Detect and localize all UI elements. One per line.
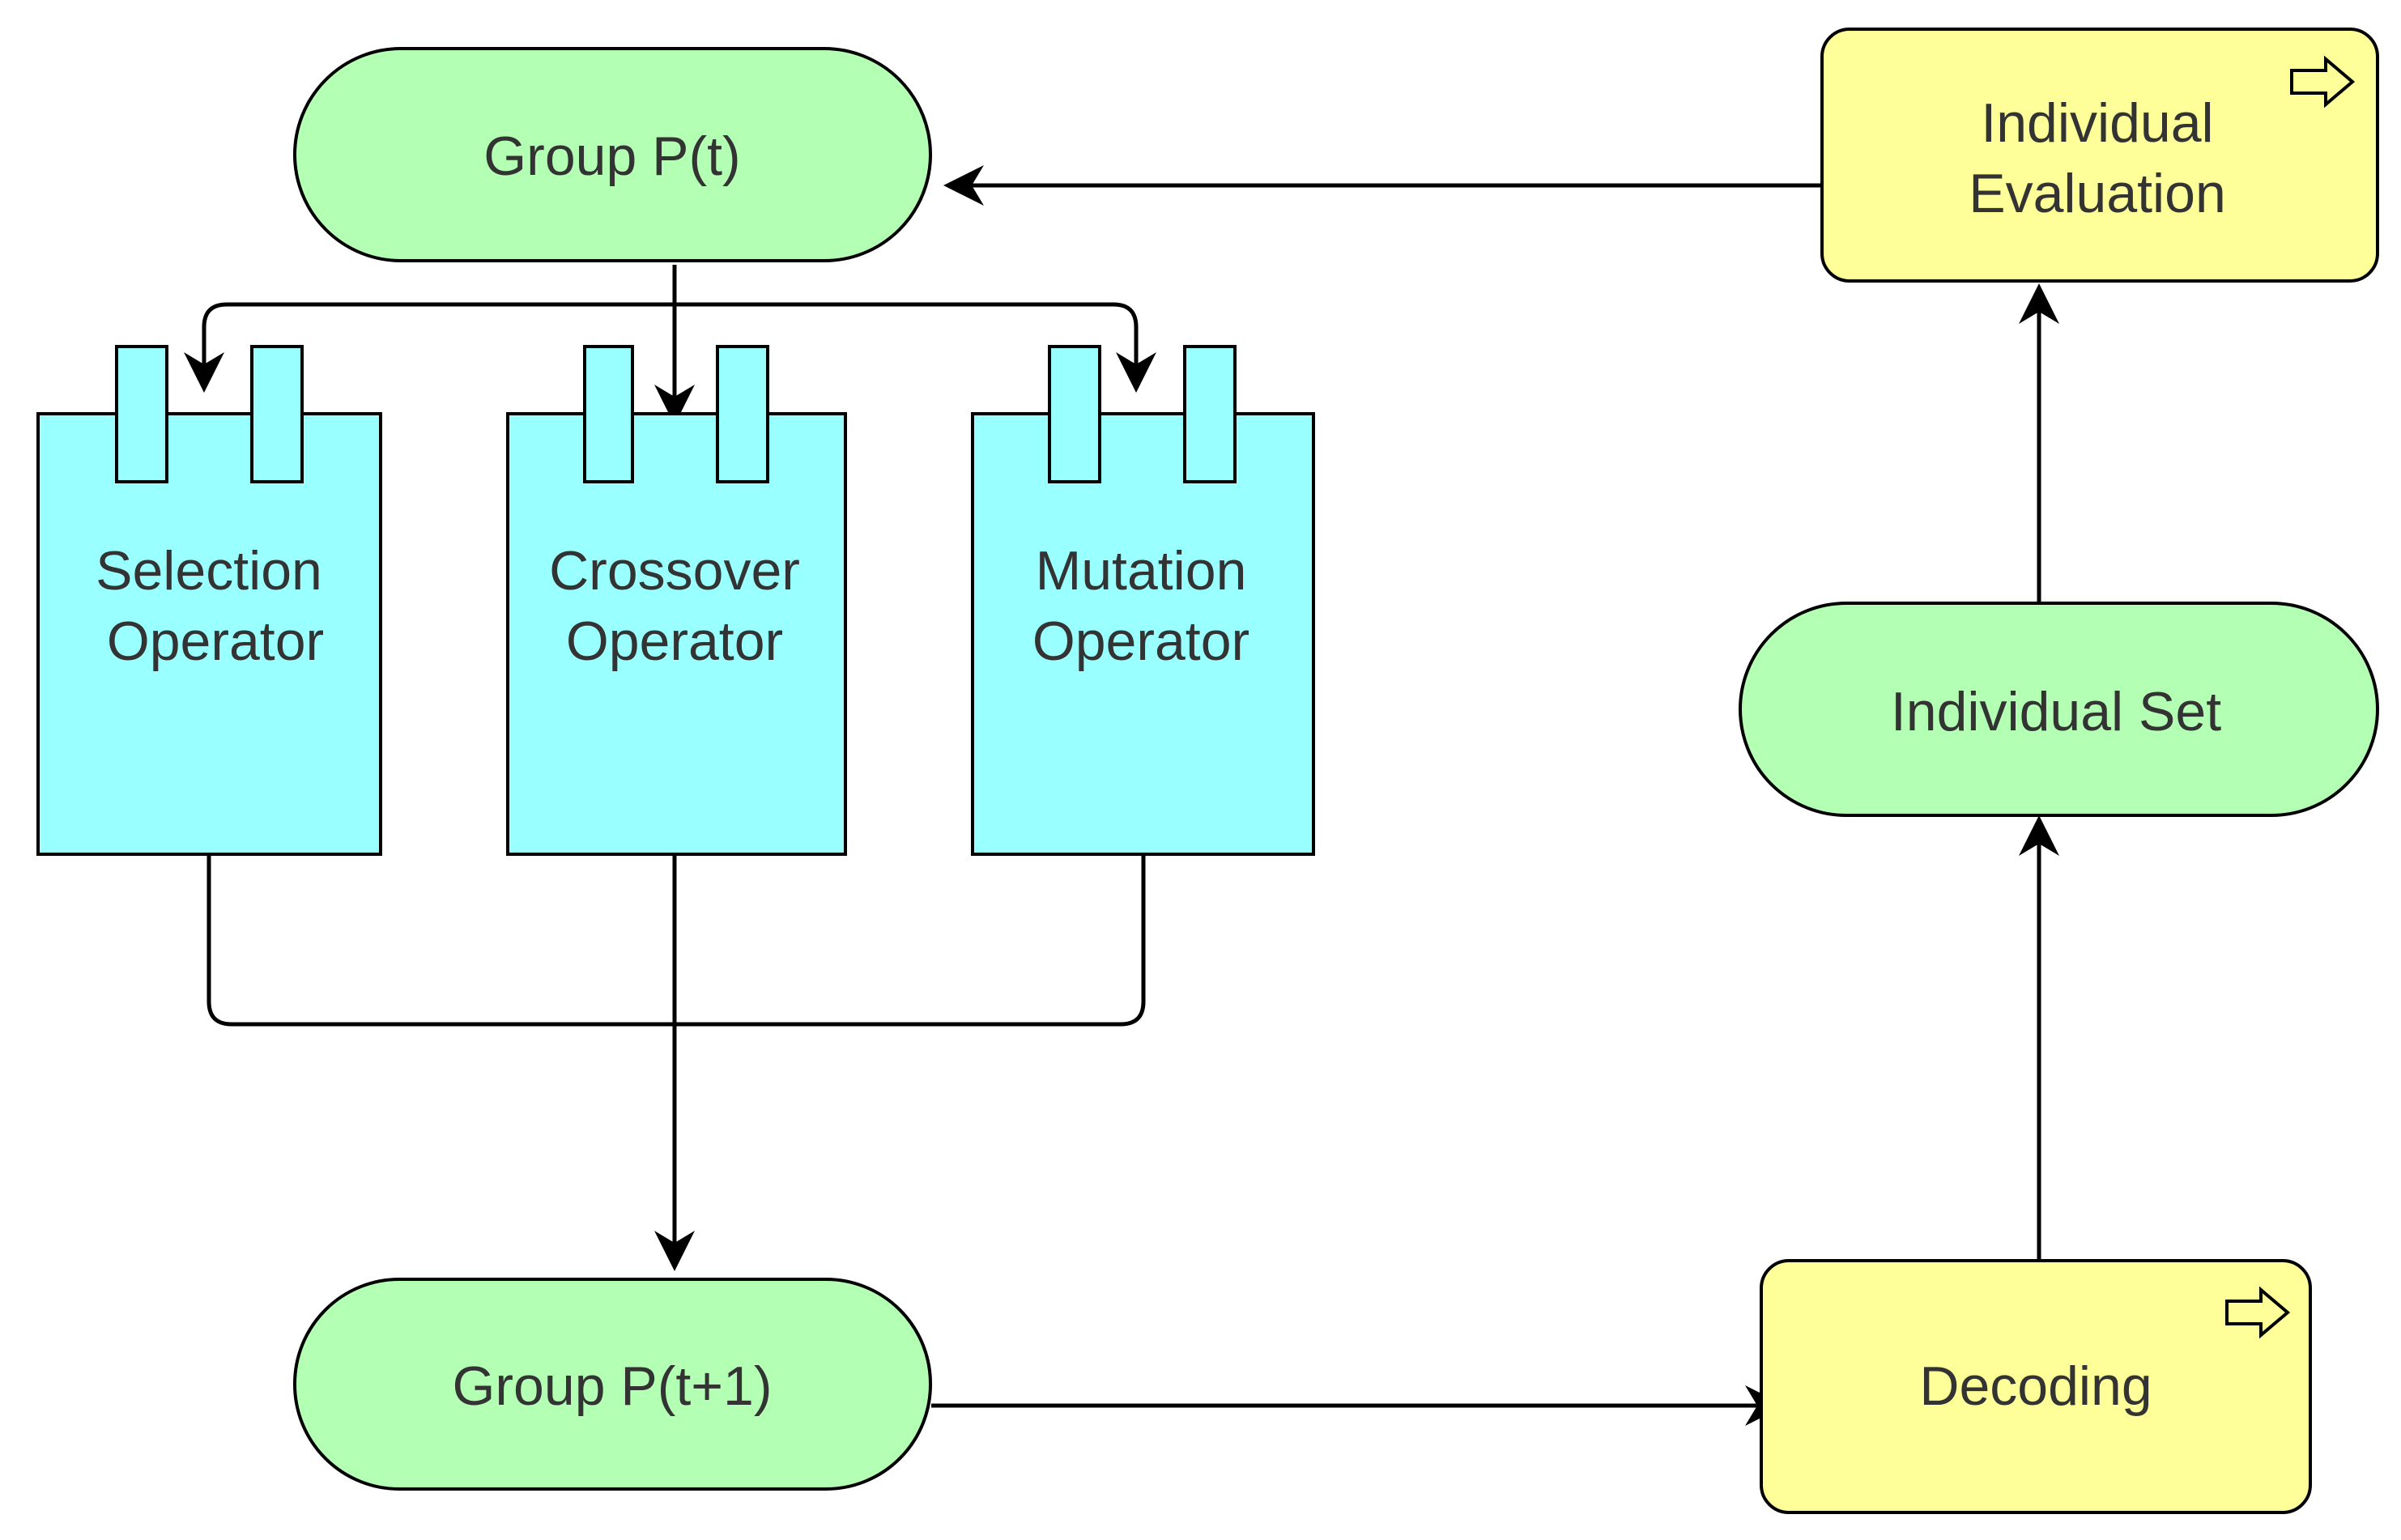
group-pt-node: Group P(t)	[293, 47, 932, 262]
evaluation-label-line2: Evaluation	[1969, 163, 2226, 224]
group-pt1-node: Group P(t+1)	[293, 1278, 932, 1491]
crossover-label-line2: Operator	[566, 610, 783, 672]
individual-set-label: Individual Set	[1891, 681, 2221, 742]
edge-group-pt-to-mutation	[675, 302, 1156, 393]
selection-label-line1: Selection	[96, 540, 322, 602]
crossover-tab-right	[716, 345, 769, 483]
selection-operator-node: Selection Operator	[36, 345, 382, 856]
group-pt1-label: Group P(t+1)	[453, 1355, 773, 1417]
process-arrow-icon	[2290, 55, 2356, 108]
mutation-label-line2: Operator	[1032, 610, 1249, 672]
decoding-node: Decoding	[1760, 1259, 2312, 1514]
process-arrow-icon	[2225, 1286, 2291, 1339]
crossover-operator-node: Crossover Operator	[506, 345, 847, 856]
mutation-tab-left	[1048, 345, 1101, 483]
individual-set-node: Individual Set	[1739, 602, 2379, 817]
selection-tab-right	[250, 345, 304, 483]
decoding-label: Decoding	[1919, 1355, 2152, 1417]
individual-evaluation-node: Individual Evaluation	[1820, 28, 2379, 283]
crossover-tab-left	[583, 345, 634, 483]
mutation-tab-right	[1183, 345, 1237, 483]
evaluation-label-line1: Individual	[1981, 92, 2213, 154]
mutation-label-line1: Mutation	[1036, 540, 1247, 602]
mutation-operator-node: Mutation Operator	[971, 345, 1315, 856]
edge-group-pt-to-selection	[184, 302, 675, 393]
selection-tab-left	[115, 345, 168, 483]
crossover-label-line1: Crossover	[549, 540, 800, 602]
selection-label-line2: Operator	[107, 610, 324, 672]
group-pt-label: Group P(t)	[483, 125, 740, 187]
